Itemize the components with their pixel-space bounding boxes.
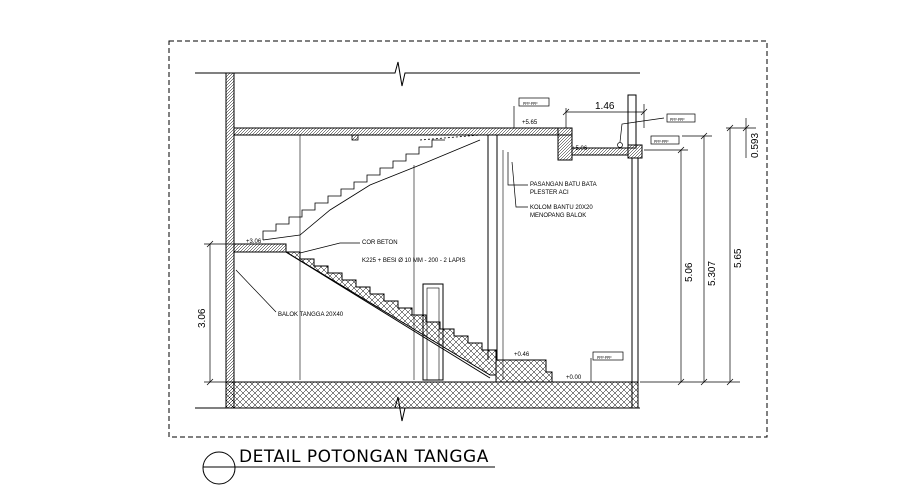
door-inner <box>426 287 440 381</box>
left-wall <box>225 72 235 409</box>
right-beam <box>557 127 573 161</box>
masonry-note-line2: PLESTER ACI <box>530 190 569 196</box>
level-step-label: +0.46 <box>514 352 530 358</box>
annotation-leaders <box>235 152 528 313</box>
roof-beam-small <box>351 134 359 141</box>
level-tag-top: ppp.ppp <box>523 100 538 105</box>
dim-parapet: 0.593 <box>750 133 761 158</box>
title-circle <box>202 451 236 485</box>
level-landing-label: +3.06 <box>246 239 262 245</box>
step-block <box>495 359 553 383</box>
dim-506: 5.06 <box>684 262 695 282</box>
level-floor-label: +0.00 <box>566 375 582 381</box>
column-note-line1: KOLOM BANTU 20X20 <box>530 205 593 211</box>
dim-top-width: 1.46 <box>595 101 615 112</box>
column-note-line2: MENOPANG BALOK <box>530 213 586 219</box>
drawing-title: DETAIL POTONGAN TANGGA <box>239 447 489 467</box>
level-tag-floor: ppp.ppp <box>597 354 612 359</box>
concrete-note-line2: K225 + BESI Ø 10 MM - 200 - 2 LAPIS <box>362 258 466 264</box>
beam-note: BALOK TANGGA 20X40 <box>278 312 344 318</box>
level-top-label: +5.65 <box>522 120 538 126</box>
stair-soffit <box>234 251 491 379</box>
level-markers <box>513 97 696 382</box>
dim-306: 3.06 <box>197 308 208 328</box>
upper-stair <box>262 134 481 241</box>
level-beam-label: +5.06 <box>572 146 588 152</box>
level-tag-beam: ppp.ppp <box>670 116 685 121</box>
roof-slab <box>233 127 573 136</box>
break-line-top <box>195 61 640 87</box>
masonry-note-line1: PASANGAN BATU BATA <box>530 182 597 188</box>
dim-5307: 5.307 <box>707 261 718 286</box>
concrete-note-line1: COR BETON <box>362 240 398 246</box>
right-lower-beam <box>627 144 643 159</box>
parapet <box>627 94 637 149</box>
dimension-lines <box>204 104 756 386</box>
frame-border <box>168 40 768 438</box>
right-wall <box>631 157 639 409</box>
level-tag-parapet: ppp.ppp <box>654 138 669 143</box>
ground-slab <box>225 381 639 409</box>
dim-565: 5.65 <box>733 248 744 268</box>
landing-slab <box>233 243 287 253</box>
